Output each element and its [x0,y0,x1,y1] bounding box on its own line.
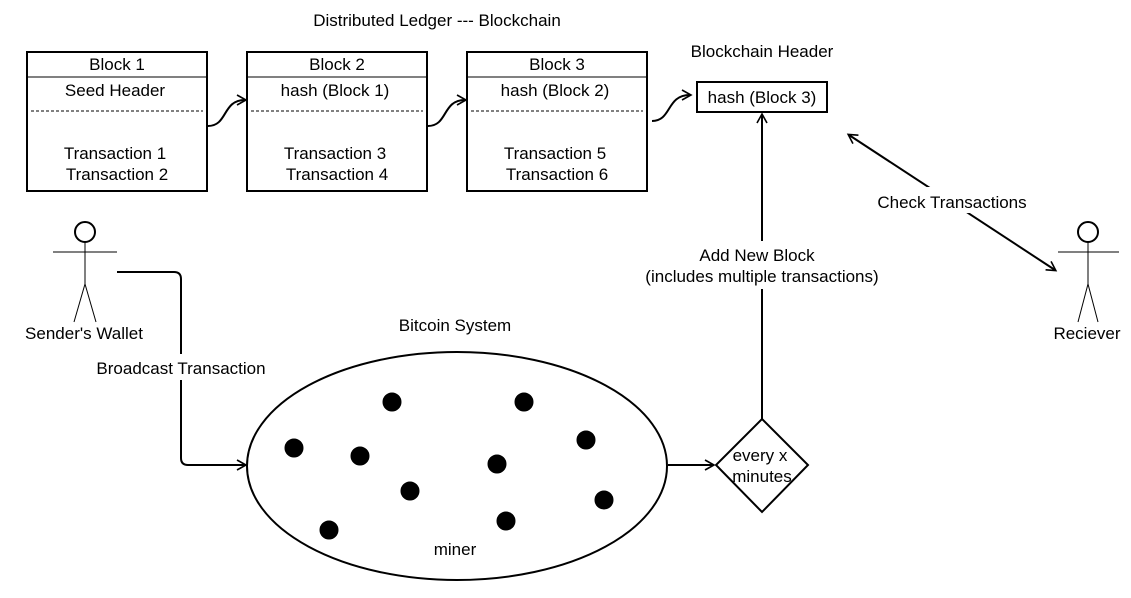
blockchain-header-box [696,81,828,113]
diagram-title: Distributed Ledger --- Blockchain [313,11,561,30]
block-2: Block 2 hash (Block 1) Transaction 3 Tra… [246,51,428,192]
block-1-header: Seed Header [65,81,166,100]
block-1: Block 1 Seed Header Transaction 1 Transa… [26,51,208,192]
add-block-label: (includes multiple transactions) [645,267,878,286]
blockchain-header-title: Blockchain Header [691,42,834,61]
receiver-label: Reciever [1053,324,1120,343]
block-3-transaction: Transaction 6 [506,165,608,184]
timer-decision-diamond [714,417,810,514]
block-1-transaction: Transaction 2 [66,165,168,184]
miner-node [284,438,304,458]
blockchain-header-value: hash (Block 3) [708,88,817,107]
bitcoin-system-ellipse [246,351,668,581]
sender-actor-icon [53,221,117,323]
block-2-outline [246,51,428,192]
miner-node [487,454,507,474]
miner-node [319,520,339,540]
miner-node [594,490,614,510]
chain-link-3-to-header [651,89,693,122]
miner-node [496,511,516,531]
miner-node [382,392,402,412]
block-3-header: hash (Block 2) [501,81,610,100]
block-1-transaction: Transaction 1 [64,144,166,163]
check-transactions-label: Check Transactions [877,193,1026,212]
miner-node [400,481,420,501]
block-3-outline [466,51,648,192]
miner-node [576,430,596,450]
sender-label: Sender's Wallet [25,324,143,343]
decision-label-line: minutes [732,467,792,486]
block-3: Block 3 hash (Block 2) Transaction 5 Tra… [466,51,648,192]
receiver-actor-icon [1058,221,1119,323]
chain-link-2-to-3 [427,94,468,127]
block-2-name: Block 2 [309,55,365,74]
chain-link-1-to-2 [207,94,248,127]
broadcast-label: Broadcast Transaction [96,359,265,378]
add-block-label: Add New Block [699,246,815,265]
block-2-transaction: Transaction 4 [286,165,388,184]
bitcoin-system-title: Bitcoin System [399,316,511,335]
miner-label: miner [434,540,477,559]
block-2-transaction: Transaction 3 [284,144,386,163]
decision-label-line: every x [733,446,788,465]
miner-node [514,392,534,412]
miner-nodes [284,392,614,540]
block-3-name: Block 3 [529,55,585,74]
block-1-name: Block 1 [89,55,145,74]
block-1-outline [26,51,208,192]
miner-node [350,446,370,466]
block-2-header: hash (Block 1) [281,81,390,100]
block-3-transaction: Transaction 5 [504,144,606,163]
